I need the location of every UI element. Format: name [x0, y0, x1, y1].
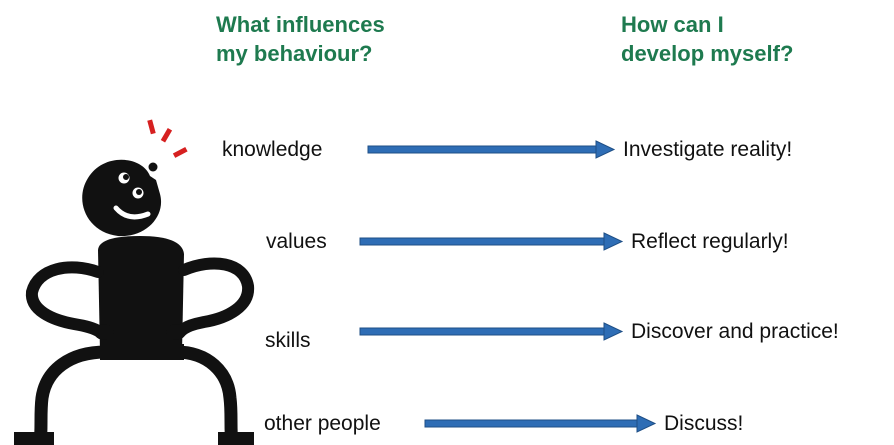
- figure-head: [82, 159, 162, 237]
- heading-influences: What influences my behaviour?: [216, 12, 385, 66]
- figure-body: [98, 236, 184, 352]
- heading-develop: How can I develop myself?: [621, 12, 794, 66]
- factor-other-people: other people: [264, 412, 381, 435]
- exclamation-marks-icon: [147, 119, 188, 158]
- thinking-figure-illustration: [14, 119, 255, 445]
- figure-legs: [14, 344, 254, 445]
- arrow-knowledge: [367, 140, 616, 159]
- arrow-values: [359, 232, 624, 251]
- factor-skills: skills: [265, 329, 311, 352]
- factor-values: values: [266, 230, 327, 253]
- arrow-other-people: [424, 414, 657, 433]
- action-investigate: Investigate reality!: [623, 138, 793, 161]
- action-discover: Discover and practice!: [631, 320, 839, 343]
- figure-left-arm: [25, 261, 114, 340]
- factor-knowledge: knowledge: [222, 138, 323, 161]
- figure-right-arm: [166, 257, 255, 340]
- action-reflect: Reflect regularly!: [631, 230, 789, 253]
- action-discuss: Discuss!: [664, 412, 744, 435]
- arrow-skills: [359, 322, 624, 341]
